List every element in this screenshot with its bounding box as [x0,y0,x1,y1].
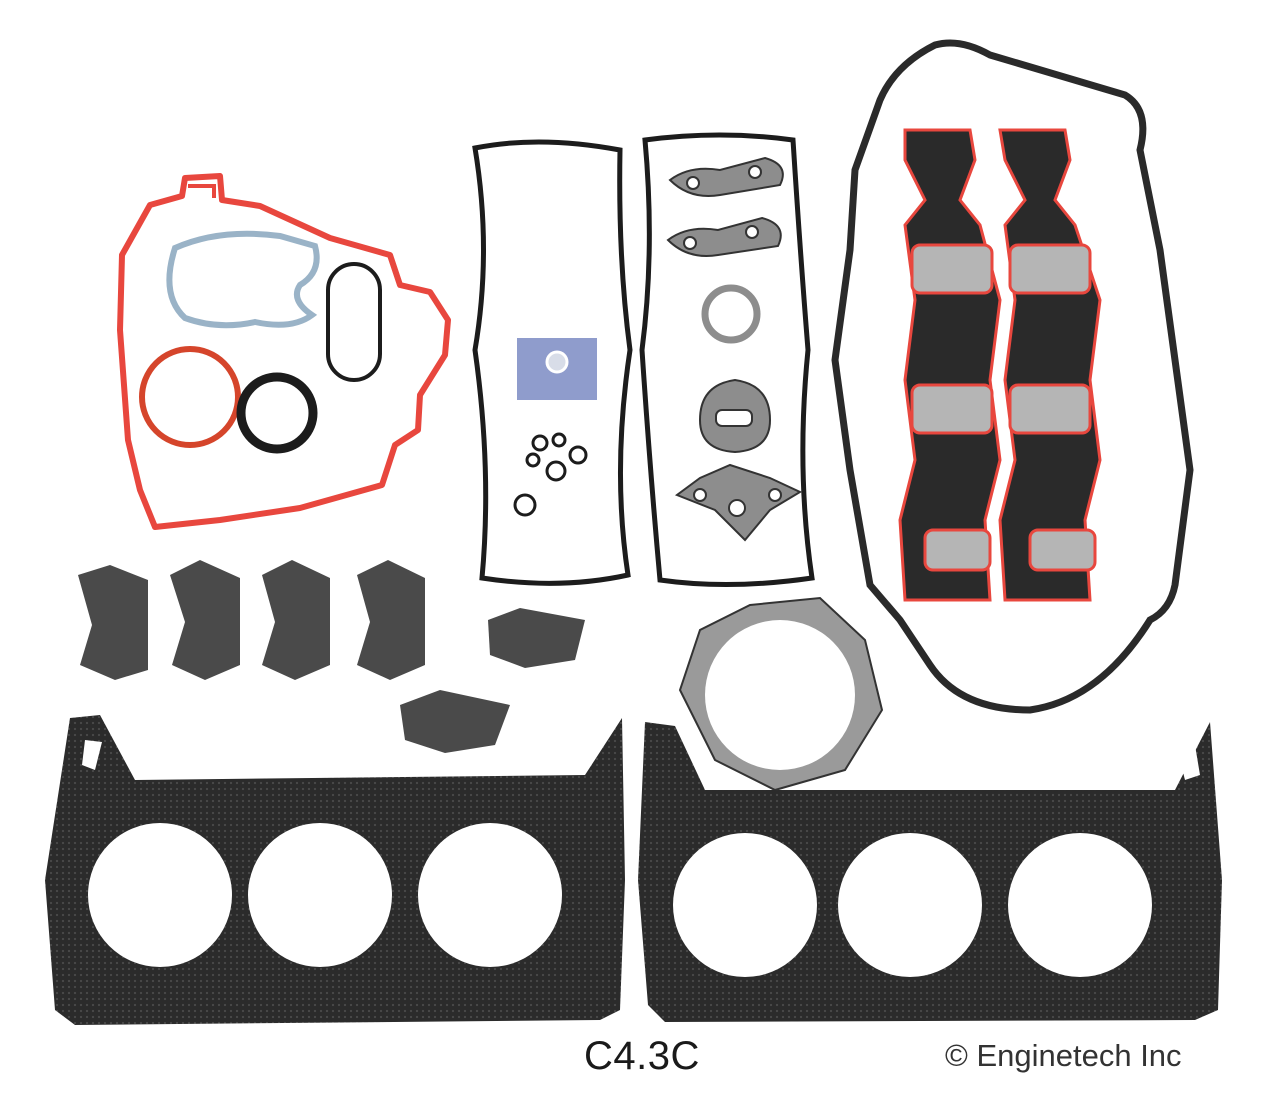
intake-manifold-gaskets [898,128,1102,602]
head-gasket-left [45,715,625,1025]
egr-gaskets [666,156,803,542]
part-number-label: C4.3C [584,1034,700,1078]
head-gasket-right [638,722,1222,1022]
valve-cover-gasket-right [639,132,815,588]
octagon-gasket [678,596,884,792]
valve-cover-gasket-left [472,139,633,586]
copyright-label: © Enginetech Inc [945,1038,1182,1073]
small-o-rings [513,432,588,517]
o-ring-black [236,372,318,454]
oil-pan-gasket [831,39,1194,714]
thermostat-gasket [701,284,761,344]
water-pump-seal [166,230,320,329]
seal-packet [517,338,597,400]
o-ring-red [139,346,241,448]
timing-cover-gasket [117,173,451,530]
exhaust-manifold-gaskets [78,560,585,753]
oval-seal [326,262,382,382]
